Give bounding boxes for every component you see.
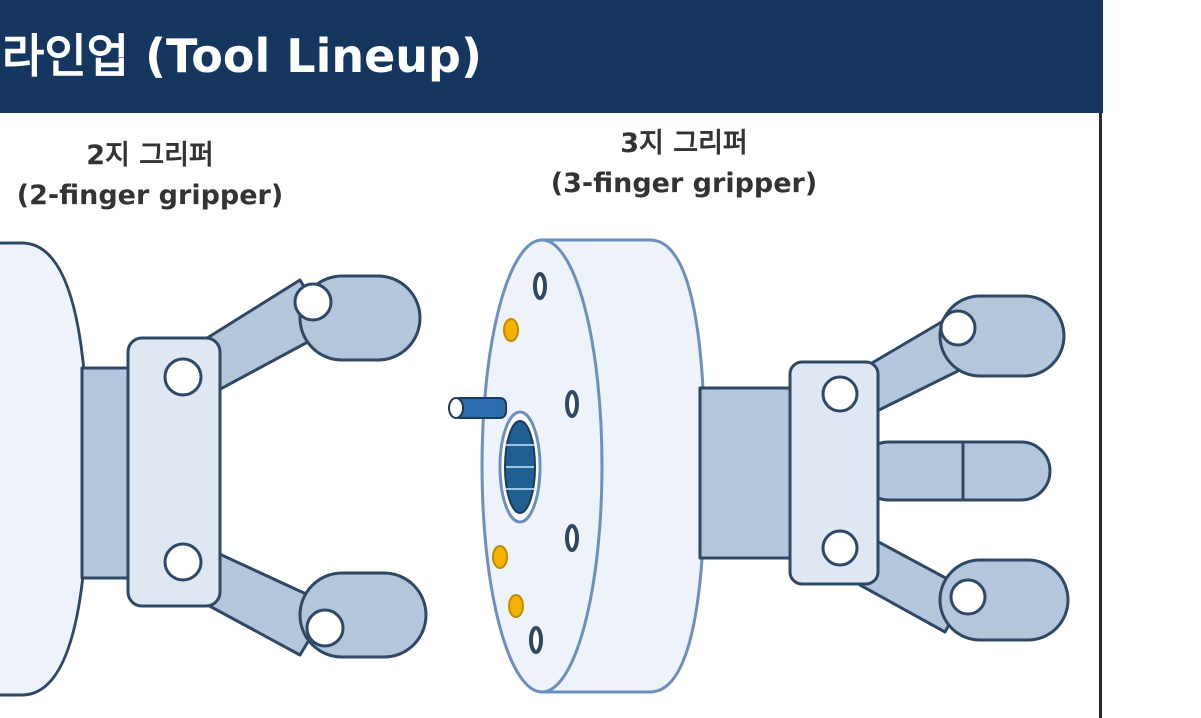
lower-finger-arm [858, 538, 1070, 642]
bolt-slot-icon [565, 390, 579, 418]
alignment-pin [448, 397, 507, 419]
page-title: 라인업 (Tool Lineup) [2, 29, 482, 83]
gripper-neck [698, 386, 798, 560]
pivot-hole-icon [163, 542, 203, 582]
bolt-icon [503, 318, 519, 342]
pivot-hole-icon [821, 375, 859, 413]
tool-title-ko: 2지 그리퍼 [86, 140, 214, 171]
upper-finger-arm [858, 294, 1066, 414]
tool-label-3-finger: 3지 그리퍼 (3-finger gripper) [484, 124, 884, 204]
header-bar: 라인업 (Tool Lineup) [0, 0, 1103, 113]
tool-title-en: (3-finger gripper) [550, 168, 818, 199]
pivot-hole-icon [821, 529, 859, 567]
content-right-border [1099, 113, 1102, 718]
pivot-hole-icon [163, 357, 203, 397]
two-finger-gripper-illustration [0, 241, 428, 697]
gripper-palm-plate [126, 336, 222, 608]
gripper-flange-face [480, 238, 604, 694]
bolt-icon [492, 545, 508, 569]
tool-title-en: (2-finger gripper) [16, 180, 284, 211]
bolt-slot-icon [565, 524, 579, 552]
gripper-neck [80, 366, 136, 580]
tool-title-ko: 3지 그리퍼 [620, 128, 748, 159]
right-margin [1103, 0, 1201, 718]
bolt-slot-icon [529, 626, 543, 654]
tool-label-2-finger: 2지 그리퍼 (2-finger gripper) [0, 136, 350, 216]
gripper-flange [0, 241, 90, 697]
bolt-icon [508, 594, 524, 618]
middle-finger-arm [858, 440, 1052, 502]
gripper-diagram [0, 238, 1070, 697]
bolt-slot-icon [533, 272, 547, 300]
gripper-palm-plate [788, 360, 880, 586]
three-finger-gripper-illustration [448, 238, 1070, 694]
